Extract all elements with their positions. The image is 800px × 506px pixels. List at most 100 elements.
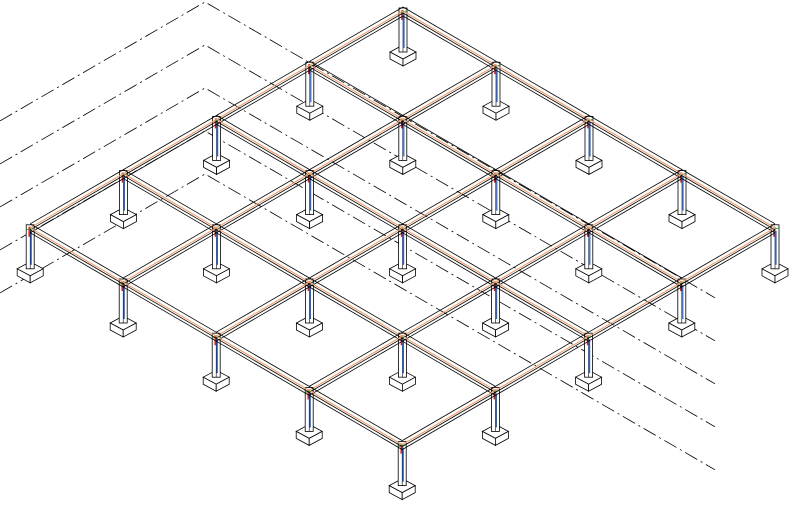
beam-edge [308, 331, 403, 387]
beam-edge [216, 178, 310, 234]
beam [681, 223, 776, 288]
beam-edge [308, 386, 403, 441]
beam [123, 169, 217, 234]
beam-edge [309, 66, 404, 122]
beam-edge [123, 121, 217, 176]
footing-side [123, 213, 137, 230]
beam [402, 277, 496, 342]
column [202, 332, 231, 392]
column [761, 224, 789, 284]
beam-edge [495, 118, 590, 175]
beam-edge [588, 121, 683, 176]
beam-edge [402, 173, 497, 229]
beam-edge [588, 169, 683, 225]
column [481, 278, 510, 338]
beam-edge [216, 118, 310, 175]
beam [123, 115, 217, 179]
beam-edge [29, 178, 124, 234]
beam-edge [588, 277, 683, 333]
beam-edge [588, 118, 683, 175]
column [574, 332, 603, 392]
beam-edge [29, 173, 124, 229]
beam-edge [215, 277, 310, 333]
footing-side [495, 322, 510, 338]
beam [29, 169, 124, 234]
column [388, 116, 417, 176]
beam-edge [216, 229, 310, 285]
beam-edge [29, 232, 124, 288]
beam-edge [588, 175, 683, 231]
beam-edge [215, 283, 310, 339]
beam-edge [122, 286, 217, 342]
beam-edge [123, 173, 217, 229]
beam [215, 331, 310, 396]
beam-edge [309, 124, 404, 179]
footing-side [308, 322, 323, 338]
beam [495, 169, 590, 234]
beam [308, 331, 403, 396]
footing-side [309, 105, 324, 121]
beam-edge [495, 223, 590, 279]
beam-edge [402, 12, 497, 68]
column [295, 170, 324, 230]
beam-edge [495, 178, 590, 234]
beam-edge [402, 281, 496, 337]
beam-edge [681, 169, 776, 225]
beam-edge [216, 173, 310, 229]
beam-edge [495, 227, 590, 283]
beam-edge [122, 283, 217, 339]
beam-edge [402, 64, 497, 120]
beam-edge [308, 335, 403, 391]
beam-edge [402, 169, 497, 225]
beam-edge [216, 69, 311, 125]
beam-edge [309, 121, 404, 176]
beam-edge [401, 389, 496, 446]
columns [16, 7, 789, 501]
beam-edge [588, 286, 683, 342]
beam [216, 169, 310, 234]
beam-edge [309, 232, 403, 288]
beam-edge [215, 337, 310, 393]
beam-edge [402, 124, 497, 179]
footing-side [29, 268, 44, 284]
beam-edge [681, 173, 776, 229]
beam-edge [123, 118, 217, 175]
beam-edge [216, 66, 311, 122]
beam [308, 386, 403, 450]
beam-edge [495, 337, 589, 393]
beam-edge [309, 283, 403, 339]
beams [29, 6, 776, 450]
beam-edge [402, 331, 496, 387]
column [575, 116, 603, 176]
beam-edge [123, 124, 217, 179]
beam-edge [309, 69, 404, 125]
beam [588, 115, 683, 179]
footing-side [588, 376, 602, 392]
beam-edge [122, 277, 217, 333]
beam-edge [215, 340, 310, 396]
beam [495, 277, 589, 342]
beam-edge [495, 232, 590, 288]
beam-edge [588, 115, 683, 170]
beam-edge [309, 286, 403, 342]
beam-edge [402, 121, 497, 176]
footing-side [122, 322, 137, 338]
beam [309, 115, 404, 179]
beam-edge [216, 124, 310, 179]
beam-edge [123, 169, 217, 225]
footing-side [215, 376, 230, 392]
column [388, 224, 417, 284]
beam-edge [495, 169, 590, 225]
beam-edge [309, 229, 403, 285]
beam [309, 60, 404, 125]
beam-edge [309, 169, 403, 225]
beam-edge [495, 340, 589, 396]
beam-edge [29, 227, 124, 283]
beam [309, 223, 403, 288]
column [482, 61, 510, 121]
footing-side [495, 213, 510, 230]
column [481, 386, 510, 447]
beam-edge [215, 335, 310, 391]
beam-edge [588, 124, 683, 179]
